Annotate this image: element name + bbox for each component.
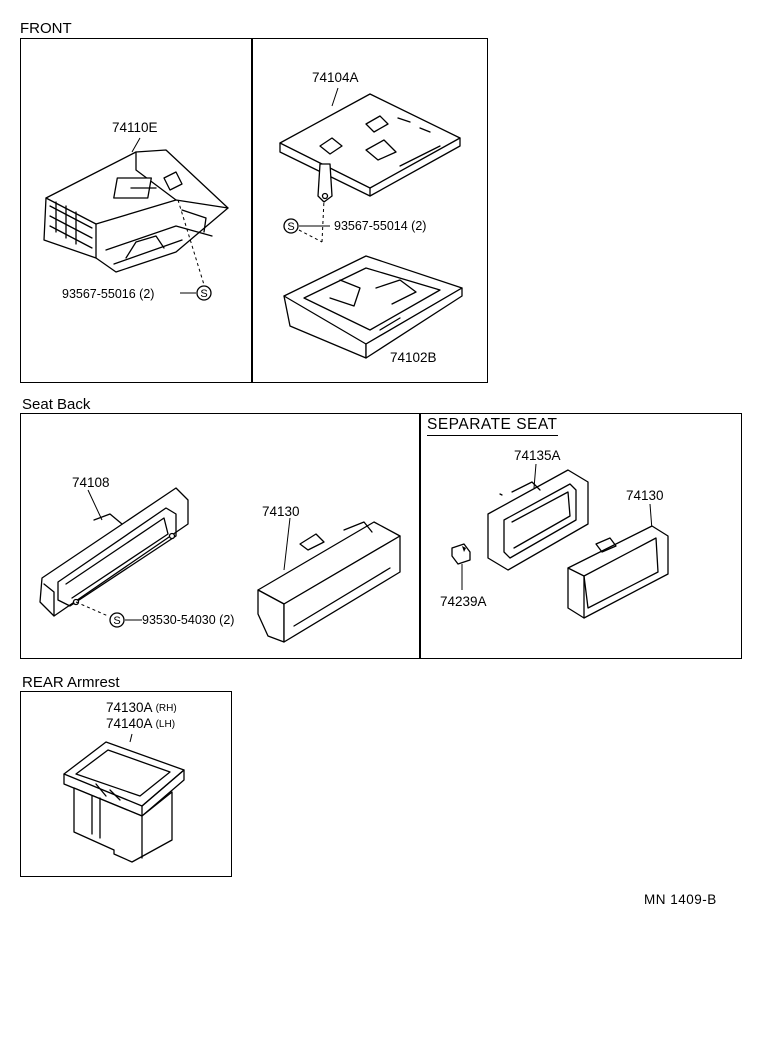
part-label-74135a: 74135A xyxy=(514,448,561,463)
rear-armrest-panel xyxy=(20,691,232,877)
svg-text:S: S xyxy=(287,221,294,233)
seat-back-panel xyxy=(20,413,421,659)
screw-icon: S xyxy=(196,285,212,301)
section-title-seat-back: Seat Back xyxy=(22,396,91,413)
section-title-rear-armrest: REAR Armrest xyxy=(22,674,120,691)
part-label-74130-seat-back: 74130 xyxy=(262,504,300,519)
console-box-drawing xyxy=(36,140,236,285)
diagram-code: MN 1409-B xyxy=(644,892,717,907)
separate-seat-panel xyxy=(419,413,742,659)
section-title-separate-seat: SEPARATE SEAT xyxy=(427,416,558,436)
svg-text:S: S xyxy=(113,615,120,627)
part-label-74108: 74108 xyxy=(72,475,110,490)
part-label-74102b: 74102B xyxy=(390,350,437,365)
ashtray-drawer-small-drawing xyxy=(254,518,404,646)
clip-drawing xyxy=(450,540,474,590)
part-label-74130-separate-seat: 74130 xyxy=(626,488,664,503)
svg-text:S: S xyxy=(200,288,207,300)
part-label-93567-55014: 93567-55014 (2) xyxy=(334,219,427,233)
screw-icon: S xyxy=(109,612,125,628)
part-label-74110e: 74110E xyxy=(112,120,158,135)
screw-icon: S xyxy=(283,218,299,234)
front-panel-right xyxy=(251,38,488,383)
part-label-74239a: 74239A xyxy=(440,594,487,609)
part-label-74140a: 74140A (LH) xyxy=(106,716,176,731)
section-title-front: FRONT xyxy=(20,20,72,37)
tray-bracket-drawing xyxy=(270,88,470,213)
ashtray-bezel-drawing xyxy=(484,464,594,576)
part-label-74130a: 74130A (RH) xyxy=(106,700,177,715)
armrest-ashtray-drawing xyxy=(60,734,190,870)
ashtray-housing-drawing xyxy=(36,484,196,622)
part-label-93567-55016: 93567-55016 (2) xyxy=(62,287,155,301)
ashtray-drawer-drawing xyxy=(280,248,470,363)
front-panel-left xyxy=(20,38,253,383)
ashtray-drawer-separate-drawing xyxy=(562,504,672,624)
part-label-74104a: 74104A xyxy=(312,70,359,85)
part-label-93530-54030: 93530-54030 (2) xyxy=(142,613,235,627)
